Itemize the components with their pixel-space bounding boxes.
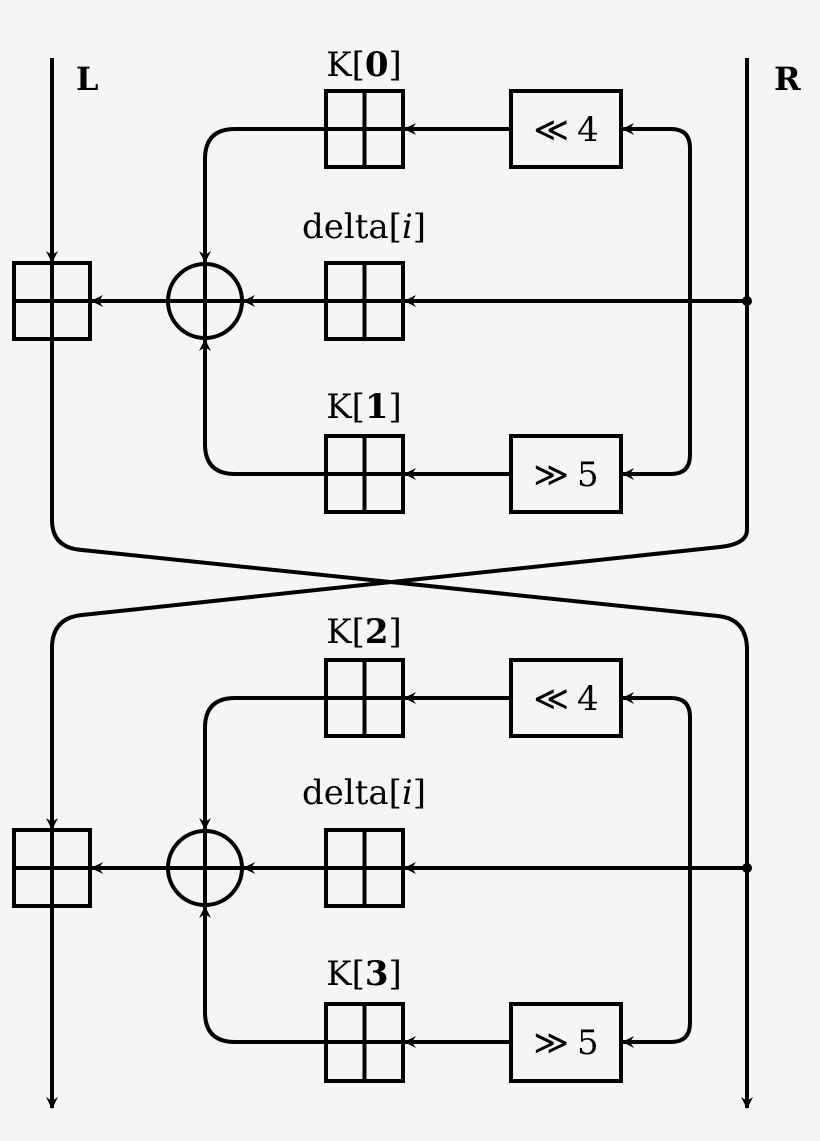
key-2-label: K[2]: [326, 612, 402, 652]
key-0-label: K[0]: [326, 45, 402, 85]
key-1-label: K[1]: [326, 387, 402, 427]
round-1: [12, 89, 747, 514]
xor-2: [166, 829, 244, 907]
xor-1: [166, 262, 244, 340]
shift-right-label-2: ≫5: [533, 1023, 598, 1063]
adder-box-left-1: [12, 261, 92, 341]
key-1-adder: [324, 434, 405, 514]
shift-left-label-1: ≪4: [533, 110, 598, 150]
delta-adder-1: [324, 261, 405, 341]
crossover-right-to-left: [46, 529, 749, 830]
shift-right-label-1: ≫5: [533, 455, 598, 495]
junction-dot-2: [742, 863, 752, 873]
round-2: [12, 658, 747, 1083]
delta-label-1: delta[i]: [302, 207, 426, 247]
junction-dot-1: [742, 296, 752, 306]
adder-box-left-2: [12, 828, 92, 908]
delta-label-2: delta[i]: [302, 773, 426, 813]
right-label: R: [774, 60, 801, 98]
key-2-adder: [324, 658, 405, 738]
key-3-adder: [324, 1002, 405, 1083]
key-0-adder: [324, 89, 405, 169]
key-3-label: K[3]: [326, 954, 402, 994]
delta-adder-2: [324, 828, 405, 908]
shift-left-label-2: ≪4: [533, 679, 598, 719]
left-label: L: [76, 60, 99, 98]
